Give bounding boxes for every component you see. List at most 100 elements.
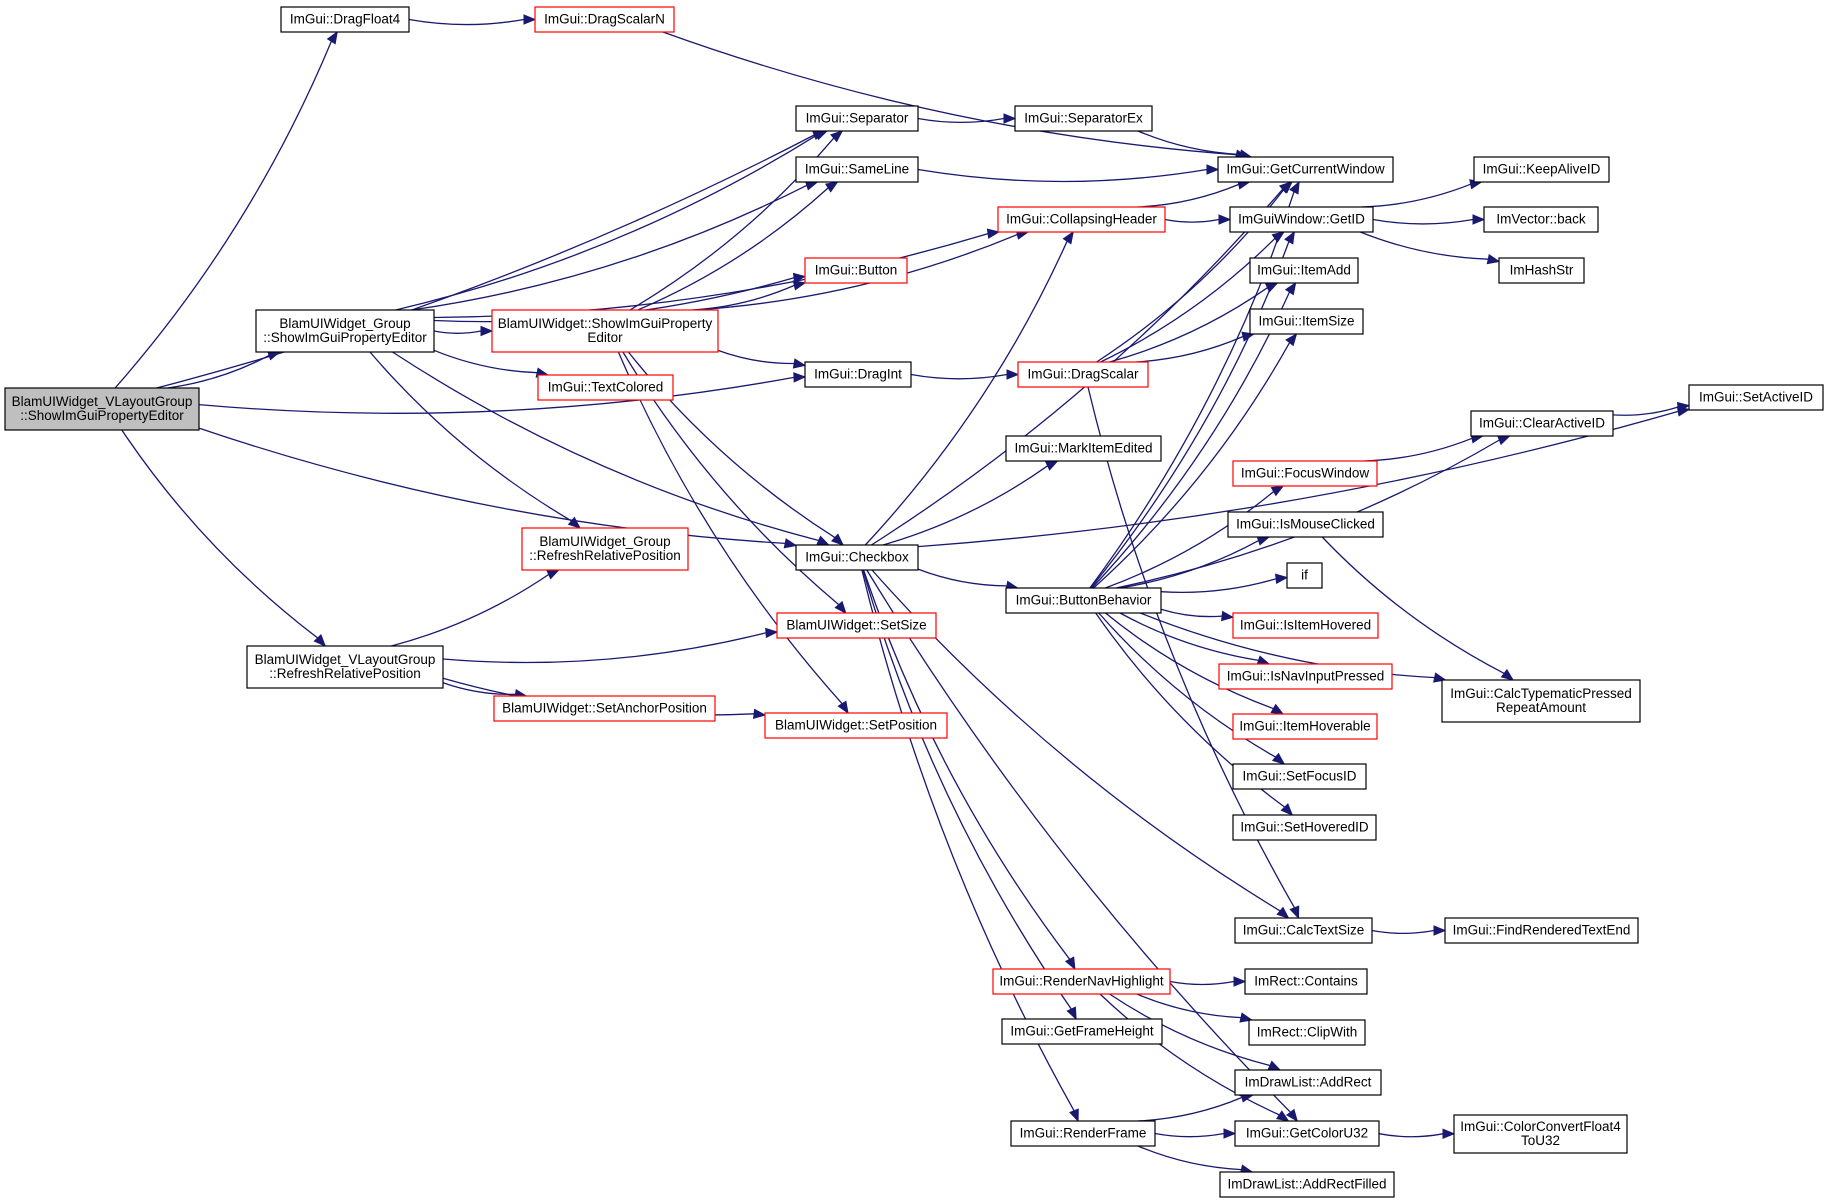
node-setposition[interactable]: BlamUIWidget::SetPosition bbox=[764, 712, 948, 739]
node-box-vectorback[interactable] bbox=[1483, 206, 1599, 233]
node-box-itemhoverable[interactable] bbox=[1232, 713, 1378, 740]
node-box-group_refresh[interactable] bbox=[521, 527, 689, 571]
node-box-colorconvert[interactable] bbox=[1453, 1114, 1628, 1154]
node-box-getcurrentwindow[interactable] bbox=[1217, 156, 1394, 183]
node-renderframe[interactable]: ImGui::RenderFrame bbox=[1010, 1120, 1156, 1147]
node-box-calctypematic[interactable] bbox=[1441, 679, 1641, 723]
node-box-setfocusid[interactable] bbox=[1232, 763, 1367, 790]
node-box-separator[interactable] bbox=[795, 105, 919, 132]
node-box-addrect[interactable] bbox=[1234, 1069, 1382, 1096]
node-rectcontains[interactable]: ImRect::Contains bbox=[1244, 968, 1368, 995]
node-itemhoverable[interactable]: ImGui::ItemHoverable bbox=[1232, 713, 1378, 740]
node-box-root[interactable] bbox=[4, 387, 200, 431]
node-box-widget_show[interactable] bbox=[491, 309, 719, 353]
node-box-getcoloru32[interactable] bbox=[1234, 1120, 1380, 1147]
node-getid[interactable]: ImGuiWindow::GetID bbox=[1229, 206, 1374, 233]
node-box-button[interactable] bbox=[804, 257, 908, 284]
node-box-separatorex[interactable] bbox=[1014, 105, 1153, 132]
node-box-checkbox[interactable] bbox=[795, 544, 919, 571]
node-setanchor[interactable]: BlamUIWidget::SetAnchorPosition bbox=[493, 695, 716, 722]
node-setactiveid[interactable]: ImGui::SetActiveID bbox=[1688, 384, 1824, 411]
node-setsize[interactable]: BlamUIWidget::SetSize bbox=[776, 612, 937, 639]
node-dragint[interactable]: ImGui::DragInt bbox=[804, 361, 912, 388]
node-getframeheight[interactable]: ImGui::GetFrameHeight bbox=[1001, 1018, 1163, 1045]
node-collapsingheader[interactable]: ImGui::CollapsingHeader bbox=[997, 206, 1166, 233]
node-box-dragint[interactable] bbox=[804, 361, 912, 388]
node-group_refresh[interactable]: BlamUIWidget_Group::RefreshRelativePosit… bbox=[521, 527, 689, 571]
node-box-keepaliveid[interactable] bbox=[1473, 156, 1610, 183]
node-rectclipwith[interactable]: ImRect::ClipWith bbox=[1248, 1019, 1366, 1046]
node-box-sethoveredid[interactable] bbox=[1232, 814, 1377, 841]
node-ismouseclicked[interactable]: ImGui::IsMouseClicked bbox=[1227, 511, 1384, 538]
node-box-calctextsize[interactable] bbox=[1234, 917, 1373, 944]
node-box-getframeheight[interactable] bbox=[1001, 1018, 1163, 1045]
node-box-rendernavhighlight[interactable] bbox=[992, 968, 1171, 995]
node-box-dragscalar[interactable] bbox=[1017, 361, 1149, 388]
node-addrect[interactable]: ImDrawList::AddRect bbox=[1234, 1069, 1382, 1096]
node-if[interactable]: if bbox=[1286, 562, 1323, 589]
node-box-group_show[interactable] bbox=[255, 309, 435, 353]
node-hashstr[interactable]: ImHashStr bbox=[1498, 257, 1585, 284]
node-sethoveredid[interactable]: ImGui::SetHoveredID bbox=[1232, 814, 1377, 841]
node-box-vlayout_refresh[interactable] bbox=[246, 645, 444, 689]
node-separator[interactable]: ImGui::Separator bbox=[795, 105, 919, 132]
node-box-dragscalarn[interactable] bbox=[534, 6, 675, 33]
node-box-buttonbehavior[interactable] bbox=[1005, 587, 1162, 614]
node-box-clearactiveid[interactable] bbox=[1470, 410, 1614, 437]
node-box-itemsize[interactable] bbox=[1249, 308, 1364, 335]
node-separatorex[interactable]: ImGui::SeparatorEx bbox=[1014, 105, 1153, 132]
node-box-isnavinputpressed[interactable] bbox=[1218, 663, 1393, 690]
node-box-addrectfilled[interactable] bbox=[1219, 1171, 1395, 1198]
node-findrenderedtextend[interactable]: ImGui::FindRenderedTextEnd bbox=[1444, 917, 1639, 944]
node-textcolored[interactable]: ImGui::TextColored bbox=[537, 374, 674, 401]
node-box-findrenderedtextend[interactable] bbox=[1444, 917, 1639, 944]
node-dragscalar[interactable]: ImGui::DragScalar bbox=[1017, 361, 1149, 388]
node-calctextsize[interactable]: ImGui::CalcTextSize bbox=[1234, 917, 1373, 944]
node-checkbox[interactable]: ImGui::Checkbox bbox=[795, 544, 919, 571]
node-box-setsize[interactable] bbox=[776, 612, 937, 639]
node-addrectfilled[interactable]: ImDrawList::AddRectFilled bbox=[1219, 1171, 1395, 1198]
node-isitemhovered[interactable]: ImGui::IsItemHovered bbox=[1232, 612, 1379, 639]
node-clearactiveid[interactable]: ImGui::ClearActiveID bbox=[1470, 410, 1614, 437]
node-rendernavhighlight[interactable]: ImGui::RenderNavHighlight bbox=[992, 968, 1171, 995]
node-itemadd[interactable]: ImGui::ItemAdd bbox=[1249, 257, 1359, 284]
node-box-ismouseclicked[interactable] bbox=[1227, 511, 1384, 538]
node-markitemedited[interactable]: ImGui::MarkItemEdited bbox=[1005, 435, 1162, 462]
node-box-if[interactable] bbox=[1286, 562, 1323, 589]
node-box-rectclipwith[interactable] bbox=[1248, 1019, 1366, 1046]
node-box-getid[interactable] bbox=[1229, 206, 1374, 233]
node-box-dragfloat4[interactable] bbox=[280, 6, 410, 33]
node-getcurrentwindow[interactable]: ImGui::GetCurrentWindow bbox=[1217, 156, 1394, 183]
node-box-isitemhovered[interactable] bbox=[1232, 612, 1379, 639]
node-box-markitemedited[interactable] bbox=[1005, 435, 1162, 462]
node-box-setactiveid[interactable] bbox=[1688, 384, 1824, 411]
node-box-setposition[interactable] bbox=[764, 712, 948, 739]
node-box-textcolored[interactable] bbox=[537, 374, 674, 401]
node-box-itemadd[interactable] bbox=[1249, 257, 1359, 284]
node-setfocusid[interactable]: ImGui::SetFocusID bbox=[1232, 763, 1367, 790]
node-box-rectcontains[interactable] bbox=[1244, 968, 1368, 995]
node-box-setanchor[interactable] bbox=[493, 695, 716, 722]
node-vlayout_refresh[interactable]: BlamUIWidget_VLayoutGroup::RefreshRelati… bbox=[246, 645, 444, 689]
node-box-focuswindow[interactable] bbox=[1232, 460, 1378, 487]
node-box-hashstr[interactable] bbox=[1498, 257, 1585, 284]
node-box-renderframe[interactable] bbox=[1010, 1120, 1156, 1147]
node-isnavinputpressed[interactable]: ImGui::IsNavInputPressed bbox=[1218, 663, 1393, 690]
node-buttonbehavior[interactable]: ImGui::ButtonBehavior bbox=[1005, 587, 1162, 614]
node-sameline[interactable]: ImGui::SameLine bbox=[795, 156, 919, 183]
node-dragfloat4[interactable]: ImGui::DragFloat4 bbox=[280, 6, 410, 33]
node-itemsize[interactable]: ImGui::ItemSize bbox=[1249, 308, 1364, 335]
node-focuswindow[interactable]: ImGui::FocusWindow bbox=[1232, 460, 1378, 487]
node-root[interactable]: BlamUIWidget_VLayoutGroup::ShowImGuiProp… bbox=[4, 387, 200, 431]
node-box-collapsingheader[interactable] bbox=[997, 206, 1166, 233]
node-dragscalarn[interactable]: ImGui::DragScalarN bbox=[534, 6, 675, 33]
node-getcoloru32[interactable]: ImGui::GetColorU32 bbox=[1234, 1120, 1380, 1147]
node-button[interactable]: ImGui::Button bbox=[804, 257, 908, 284]
node-box-sameline[interactable] bbox=[795, 156, 919, 183]
node-keepaliveid[interactable]: ImGui::KeepAliveID bbox=[1473, 156, 1610, 183]
node-widget_show[interactable]: BlamUIWidget::ShowImGuiPropertyEditor bbox=[491, 309, 719, 353]
node-vectorback[interactable]: ImVector::back bbox=[1483, 206, 1599, 233]
node-group_show[interactable]: BlamUIWidget_Group::ShowImGuiPropertyEdi… bbox=[255, 309, 435, 353]
